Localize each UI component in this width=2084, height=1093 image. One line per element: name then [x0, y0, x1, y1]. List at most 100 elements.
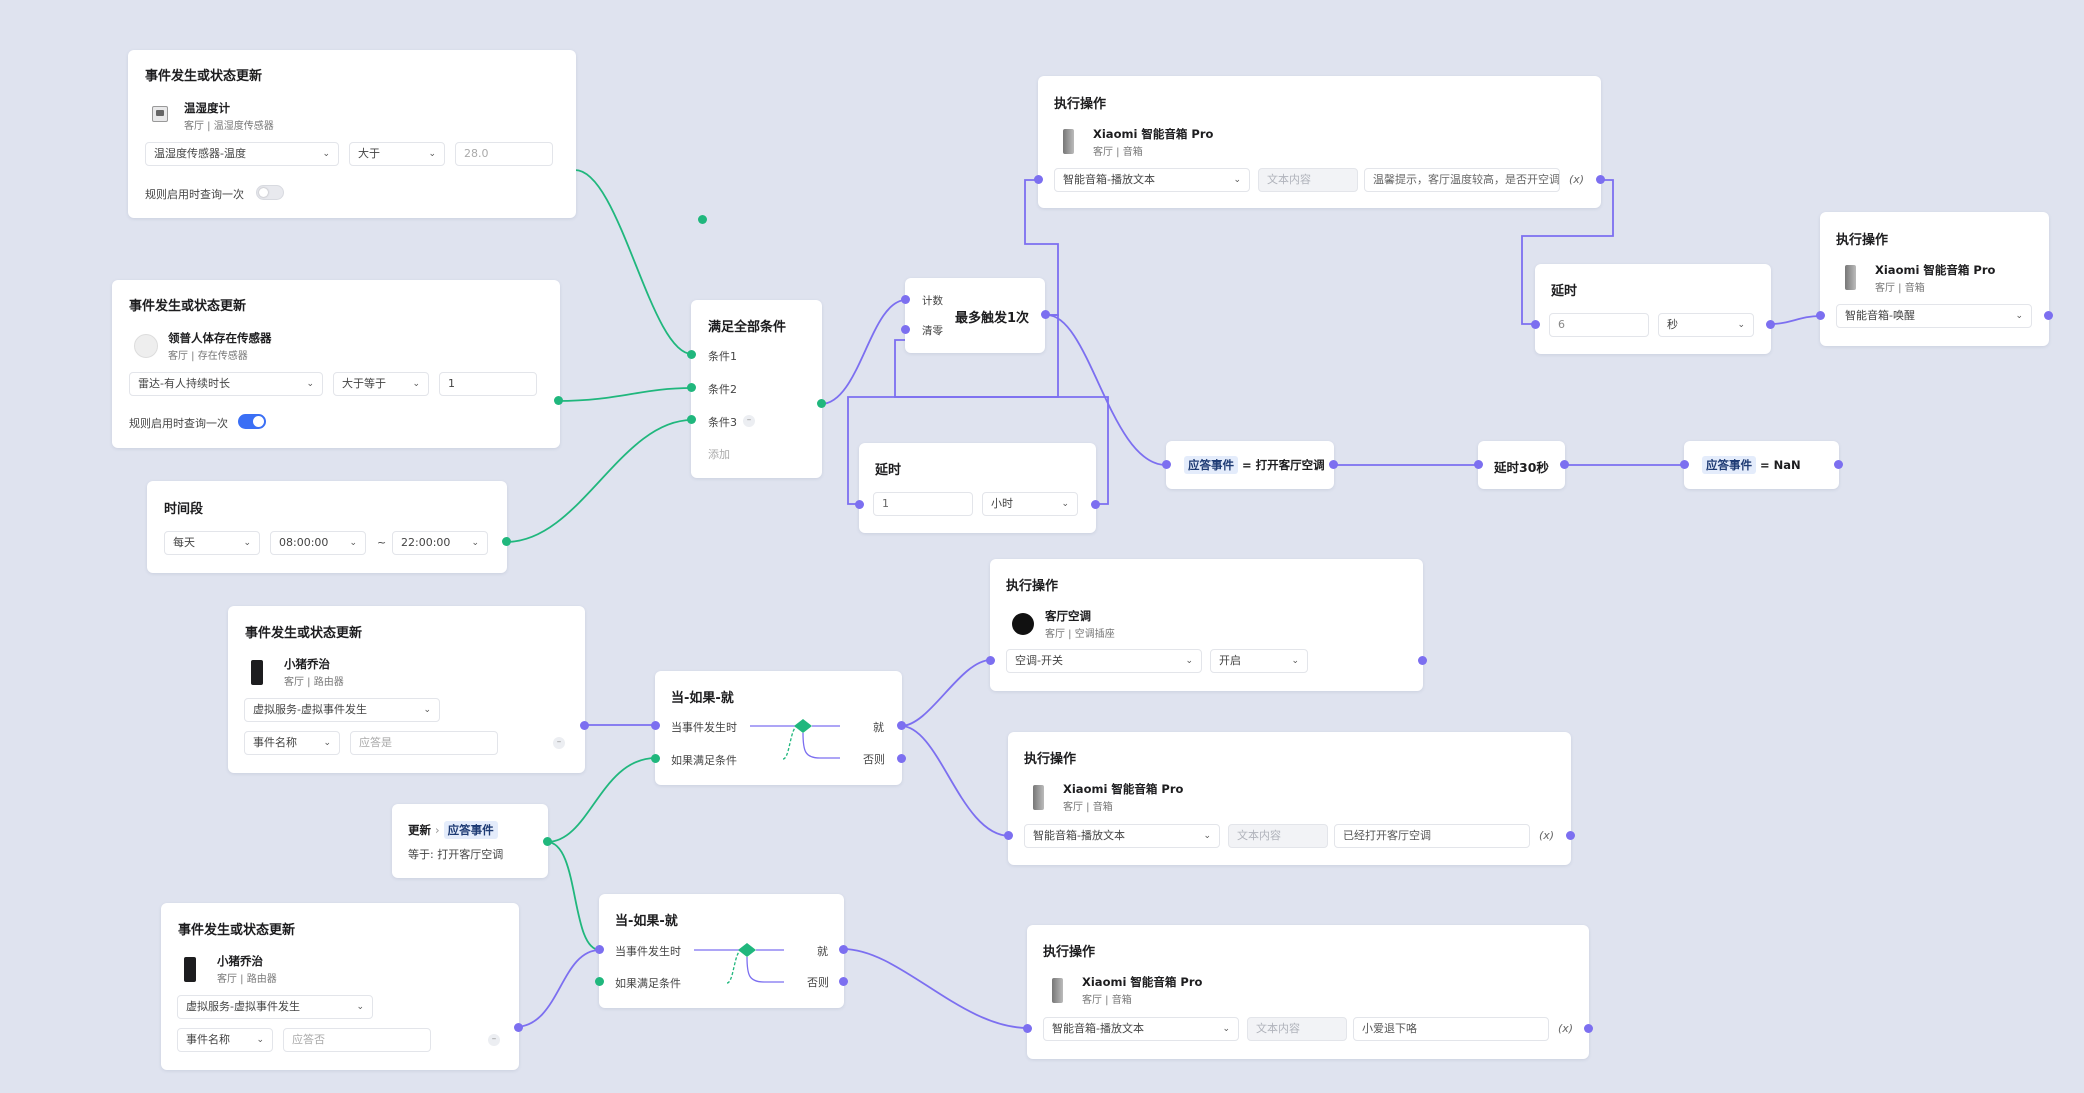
output-port[interactable] — [1584, 1024, 1593, 1033]
remove-condition-button[interactable]: – — [743, 415, 755, 427]
action-select[interactable]: 智能音箱-播放文本⌄ — [1043, 1017, 1239, 1041]
end-time-select[interactable]: 22:00:00⌄ — [392, 531, 488, 555]
value-input[interactable]: 28.0 — [455, 142, 553, 166]
variable-button[interactable]: (x) — [1558, 1022, 1574, 1035]
action-node-speaker-prompt[interactable]: 执行操作 Xiaomi 智能音箱 Pro 客厅 | 音箱 智能音箱-播放文本⌄ … — [1034, 76, 1605, 208]
query-once-toggle[interactable] — [238, 414, 266, 429]
variable-button[interactable]: (x) — [1569, 173, 1585, 186]
action-select[interactable]: 智能音箱-播放文本⌄ — [1054, 168, 1250, 192]
output-port[interactable] — [698, 215, 707, 224]
condition1-port[interactable] — [687, 350, 696, 359]
operator-select[interactable]: 大于等于⌄ — [333, 372, 429, 396]
clear-port[interactable] — [901, 325, 910, 334]
trigger-limit-node[interactable]: 计数 清零 最多触发1次 — [901, 278, 1050, 353]
output-port[interactable] — [1560, 460, 1569, 469]
action-node-speaker-dismiss[interactable]: 执行操作 Xiaomi 智能音箱 Pro 客厅 | 音箱 智能音箱-播放文本⌄ … — [1023, 925, 1593, 1059]
tts-text-input[interactable]: 已经打开客厅空调 — [1334, 824, 1530, 848]
output-port[interactable] — [1041, 310, 1050, 319]
text-content-placeholder[interactable]: 文本内容 — [1228, 824, 1328, 848]
input-port[interactable] — [1531, 320, 1540, 329]
trigger-node-answer-no[interactable]: 事件发生或状态更新 小猪乔治 客厅 | 路由器 虚拟服务-虚拟事件发生⌄ 事件名… — [161, 903, 523, 1070]
count-port[interactable] — [901, 295, 910, 304]
when-port[interactable] — [595, 945, 604, 954]
input-port[interactable] — [1816, 311, 1825, 320]
remove-param-button[interactable]: – — [553, 737, 565, 749]
output-port[interactable] — [2044, 311, 2053, 320]
event-select[interactable]: 虚拟服务-虚拟事件发生⌄ — [177, 995, 373, 1019]
input-port[interactable] — [986, 656, 995, 665]
tts-text-input[interactable]: 温馨提示，客厅温度较高，是否开空调 — [1364, 168, 1560, 192]
input-port[interactable] — [1034, 175, 1043, 184]
add-condition-button[interactable]: 添加 — [708, 448, 730, 461]
output-port[interactable] — [1329, 460, 1338, 469]
input-port[interactable] — [1023, 1024, 1032, 1033]
event-select[interactable]: 虚拟服务-虚拟事件发生⌄ — [244, 698, 440, 722]
value-input[interactable]: 1 — [439, 372, 537, 396]
then-port[interactable] — [839, 945, 848, 954]
tts-text-input[interactable]: 小爱退下咯 — [1353, 1017, 1549, 1041]
query-once-toggle[interactable] — [256, 185, 284, 200]
text-content-placeholder[interactable]: 文本内容 — [1247, 1017, 1347, 1041]
reset-answer-node[interactable]: 应答事件 = NaN — [1680, 441, 1843, 489]
attribute-select[interactable]: 温湿度传感器-温度⌄ — [145, 142, 339, 166]
input-port[interactable] — [1162, 460, 1171, 469]
input-port[interactable] — [855, 500, 864, 509]
if-port[interactable] — [595, 977, 604, 986]
start-time-select[interactable]: 08:00:00⌄ — [270, 531, 366, 555]
condition2-port[interactable] — [687, 383, 696, 392]
delay-node-1h[interactable]: 延时 1 小时⌄ — [855, 443, 1100, 533]
trigger-node-temperature[interactable]: 事件发生或状态更新 温湿度计 客厅 | 温湿度传感器 温湿度传感器-温度⌄ 大于… — [128, 50, 707, 224]
delay-node-6s[interactable]: 延时 6 秒⌄ — [1531, 264, 1775, 354]
remove-param-button[interactable]: – — [488, 1034, 500, 1046]
else-port[interactable] — [839, 977, 848, 986]
param-select[interactable]: 事件名称⌄ — [244, 731, 340, 755]
action-value-select[interactable]: 开启⌄ — [1210, 649, 1308, 673]
action-node-speaker-wake[interactable]: 执行操作 Xiaomi 智能音箱 Pro 客厅 | 音箱 智能音箱-唤醒⌄ — [1816, 212, 2053, 346]
delay-unit-select[interactable]: 秒⌄ — [1658, 313, 1754, 337]
param-select[interactable]: 事件名称⌄ — [177, 1028, 273, 1052]
output-port[interactable] — [1834, 460, 1843, 469]
set-answer-node[interactable]: 应答事件 = 打开客厅空调 — [1162, 441, 1338, 489]
action-node-ac[interactable]: 执行操作 客厅空调 客厅 | 空调插座 空调-开关⌄ 开启⌄ — [986, 559, 1427, 691]
output-port[interactable] — [1091, 500, 1100, 509]
all-conditions-node[interactable]: 满足全部条件 条件1 条件2 条件3 – 添加 — [687, 300, 826, 478]
action-select[interactable]: 智能音箱-唤醒⌄ — [1836, 304, 2032, 328]
output-port[interactable] — [817, 399, 826, 408]
output-port[interactable] — [1566, 831, 1575, 840]
action-select[interactable]: 智能音箱-播放文本⌄ — [1024, 824, 1220, 848]
repeat-select[interactable]: 每天⌄ — [164, 531, 260, 555]
condition3-port[interactable] — [687, 415, 696, 424]
when-if-then-node-1[interactable]: 当-如果-就 当事件发生时 如果满足条件 就 否则 — [651, 671, 906, 785]
trigger-node-answer-yes[interactable]: 事件发生或状态更新 小猪乔治 客厅 | 路由器 虚拟服务-虚拟事件发生⌄ 事件名… — [228, 606, 589, 773]
attribute-select[interactable]: 雷达-有人持续时长⌄ — [129, 372, 323, 396]
if-port[interactable] — [651, 754, 660, 763]
output-port[interactable] — [502, 537, 511, 546]
variable-button[interactable]: (x) — [1539, 829, 1555, 842]
input-port[interactable] — [1004, 831, 1013, 840]
output-port[interactable] — [1766, 320, 1775, 329]
param-value-input[interactable]: 应答否 — [283, 1028, 431, 1052]
param-value-input[interactable]: 应答是 — [350, 731, 498, 755]
delay-30s-node[interactable]: 延时30秒 — [1474, 441, 1569, 489]
text-content-placeholder[interactable]: 文本内容 — [1258, 168, 1358, 192]
input-port[interactable] — [1474, 460, 1483, 469]
delay-unit-select[interactable]: 小时⌄ — [982, 492, 1078, 516]
time-range-node[interactable]: 时间段 每天⌄ 08:00:00⌄ ~ 22:00:00⌄ — [147, 481, 511, 573]
action-node-speaker-confirm[interactable]: 执行操作 Xiaomi 智能音箱 Pro 客厅 | 音箱 智能音箱-播放文本⌄ … — [1004, 732, 1575, 865]
output-port[interactable] — [1596, 175, 1605, 184]
operator-select[interactable]: 大于⌄ — [349, 142, 445, 166]
when-if-then-node-2[interactable]: 当-如果-就 当事件发生时 如果满足条件 就 否则 — [595, 894, 848, 1008]
output-port[interactable] — [514, 1023, 523, 1032]
output-port[interactable] — [543, 837, 552, 846]
output-port[interactable] — [1418, 656, 1427, 665]
trigger-node-presence[interactable]: 事件发生或状态更新 领普人体存在传感器 客厅 | 存在传感器 雷达-有人持续时长… — [112, 280, 563, 448]
action-select[interactable]: 空调-开关⌄ — [1006, 649, 1202, 673]
else-port[interactable] — [897, 754, 906, 763]
delay-value-input[interactable]: 1 — [873, 492, 973, 516]
input-port[interactable] — [1680, 460, 1689, 469]
output-port[interactable] — [580, 721, 589, 730]
output-port[interactable] — [554, 396, 563, 405]
update-answer-trigger-node[interactable]: 更新 › 应答事件 等于: 打开客厅空调 — [392, 804, 552, 878]
delay-value-input[interactable]: 6 — [1549, 313, 1649, 337]
then-port[interactable] — [897, 721, 906, 730]
